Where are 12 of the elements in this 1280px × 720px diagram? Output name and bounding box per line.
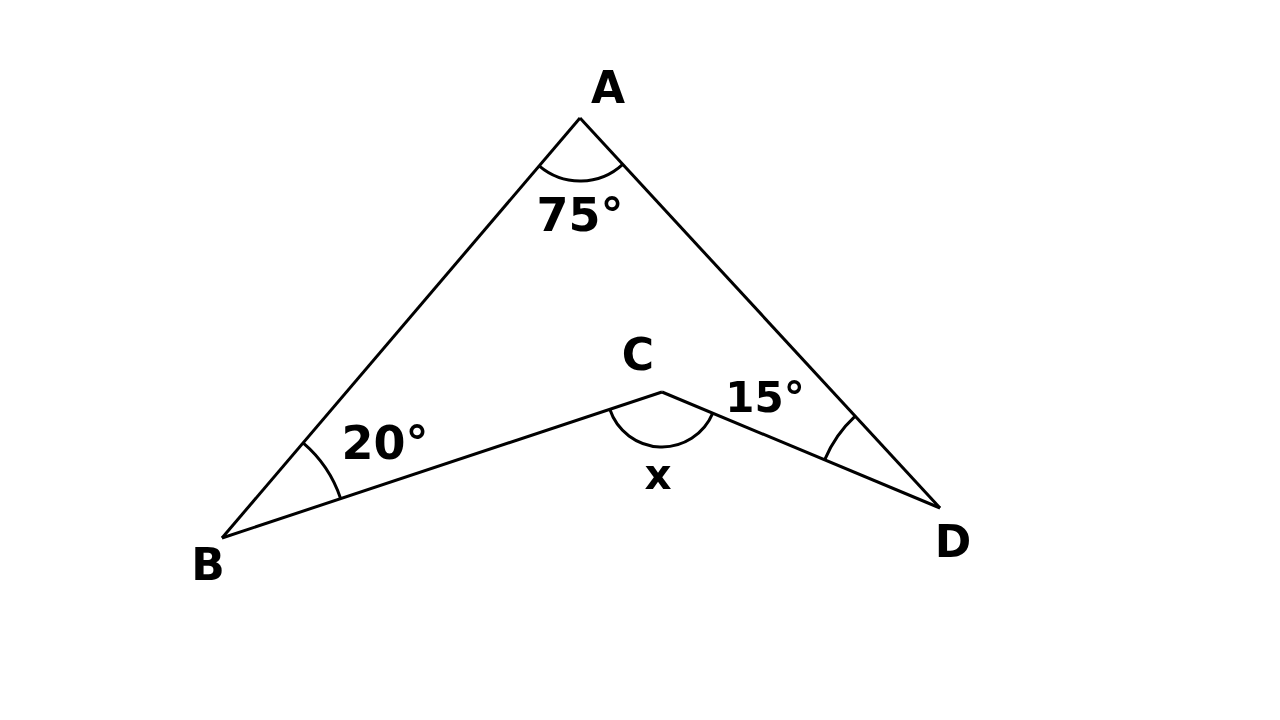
angle-label: 20° (341, 420, 429, 466)
vertex-label: D (934, 520, 972, 564)
angle-label: x (644, 454, 672, 496)
triangle-side (221, 390, 663, 540)
vertex-label: C (621, 333, 655, 377)
triangle-side (220, 117, 582, 539)
triangle-side (578, 117, 942, 509)
angle-label: 15° (725, 377, 805, 419)
vertex-label: A (590, 66, 626, 110)
triangle-side (661, 390, 941, 510)
vertex-label: B (191, 543, 225, 587)
angle-label: 75° (536, 192, 624, 238)
